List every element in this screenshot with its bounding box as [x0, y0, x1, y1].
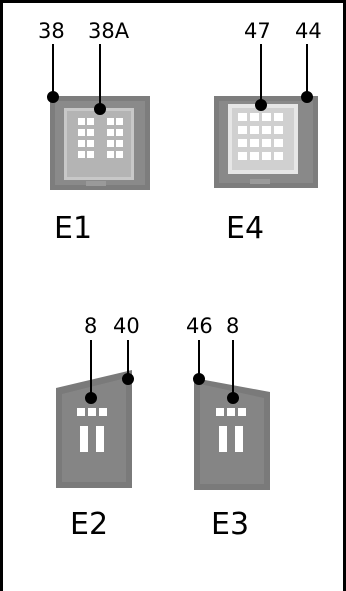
e1-leaders: [47, 44, 106, 115]
e2-leaders: [85, 340, 134, 404]
e4-connector: [214, 96, 318, 188]
callout-38: 38: [38, 19, 65, 43]
callout-47: 47: [244, 19, 271, 43]
callout-46: 46: [186, 314, 213, 338]
e3-connector: [194, 378, 270, 490]
callout-40: 40: [113, 314, 140, 338]
callout-8-e3: 8: [226, 314, 240, 338]
callout-44: 44: [295, 19, 322, 43]
e2-connector: [56, 370, 132, 488]
callout-8-e2: 8: [84, 314, 98, 338]
caption-e4: E4: [226, 211, 265, 246]
caption-e2: E2: [70, 507, 109, 542]
caption-e1: E1: [54, 211, 93, 246]
caption-e3: E3: [211, 507, 250, 542]
e4-leaders: [255, 44, 313, 111]
e3-leaders: [193, 340, 239, 404]
callout-38a: 38A: [88, 19, 130, 43]
